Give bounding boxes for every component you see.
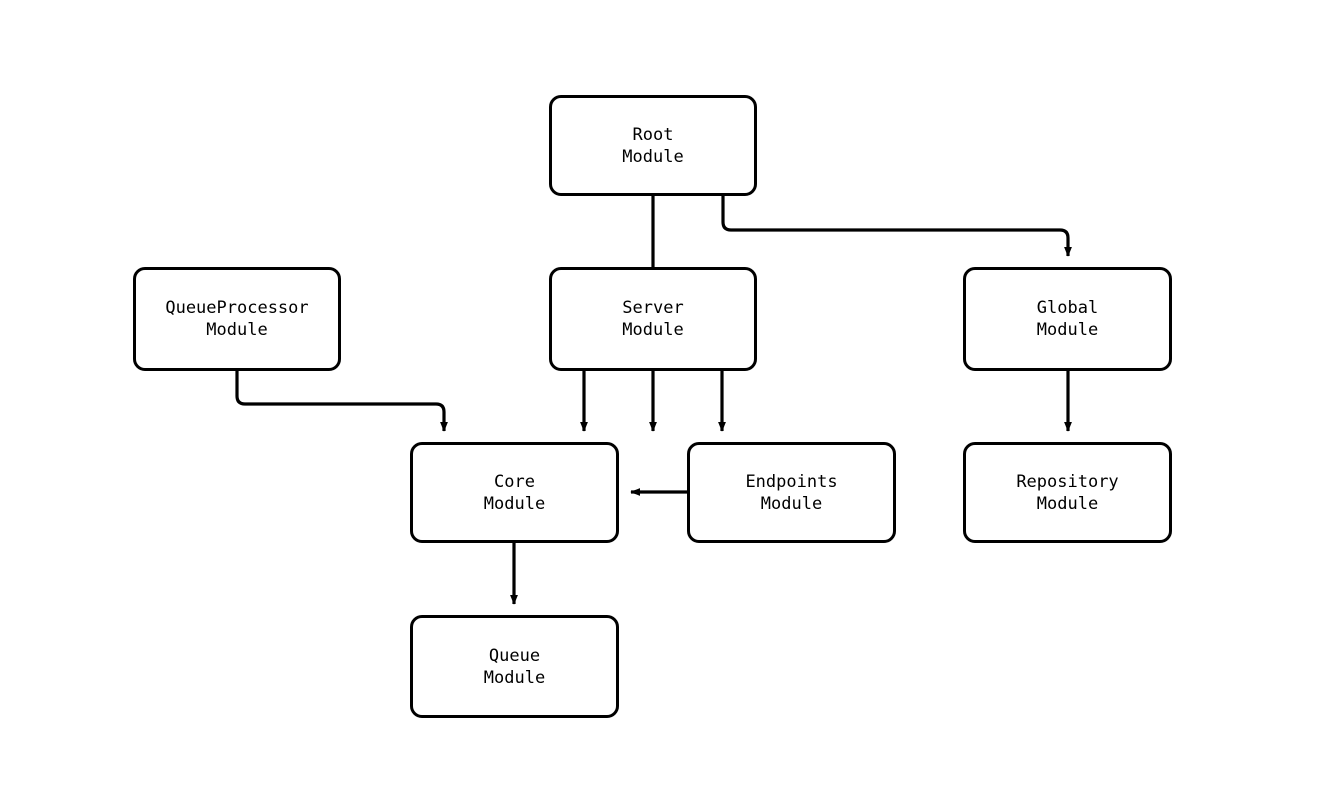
root-module-label-line1: Root — [632, 124, 674, 145]
server-module-label-line1: Server — [622, 298, 684, 318]
server-module-node[interactable]: Server Module — [549, 267, 757, 371]
root-module-label-line2: Module — [622, 146, 684, 167]
edge-queueprocessor-to-core — [235, 371, 448, 432]
core-module-node[interactable]: Core Module — [410, 442, 619, 543]
core-module-label-line2: Module — [483, 493, 546, 514]
global-module-label-line1: Global — [1036, 298, 1099, 318]
endpoints-module-node[interactable]: Endpoints Module — [687, 442, 896, 543]
core-module-label-line1: Core — [494, 471, 535, 492]
repository-module-node[interactable]: Repository Module — [963, 442, 1172, 543]
queueprocessor-module-label-line1: QueueProcessor — [165, 298, 309, 318]
repository-module-label-line1: Repository — [1016, 471, 1119, 492]
queue-module-label-line2: Module — [483, 667, 546, 688]
queueprocessor-module-label-line2: Module — [206, 320, 268, 340]
endpoints-module-label-line2: Module — [760, 493, 823, 514]
repository-module-label-line2: Module — [1036, 493, 1099, 514]
server-module-label-line2: Module — [622, 320, 684, 340]
queue-module-label-line1: Queue — [488, 645, 541, 666]
global-module-node[interactable]: Global Module — [963, 267, 1172, 371]
queue-module-node[interactable]: Queue Module — [410, 615, 619, 718]
queueprocessor-module-node[interactable]: QueueProcessor Module — [133, 267, 341, 371]
root-module-node[interactable]: Root Module — [549, 95, 757, 196]
global-module-label-line2: Module — [1036, 320, 1099, 340]
edge-root-to-global — [721, 196, 1072, 257]
endpoints-module-label-line1: Endpoints — [745, 471, 838, 492]
